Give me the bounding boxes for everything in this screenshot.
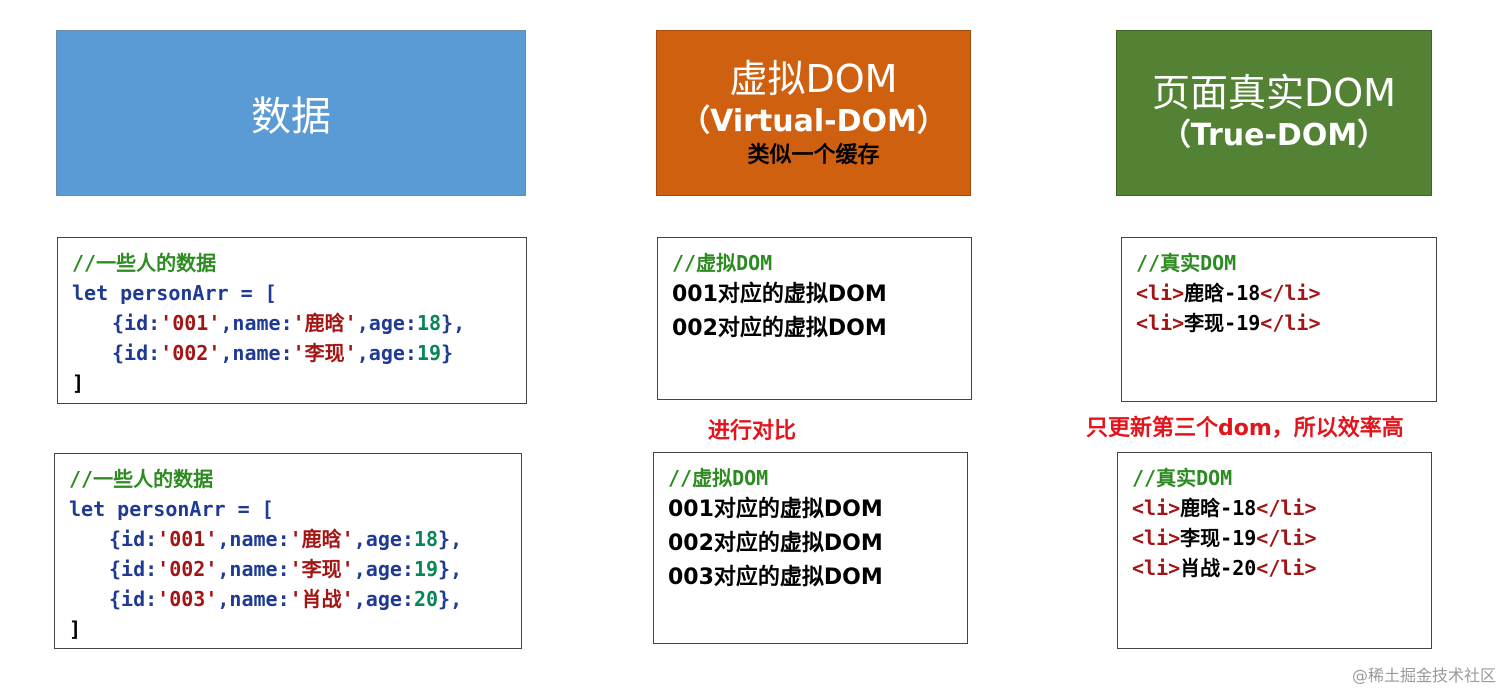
virtual-node-line: 002对应的虚拟DOM <box>668 531 883 556</box>
code-row: {id:'002',name:'李现',age:19}, <box>109 557 463 581</box>
virtual-dom-box-2: //虚拟DOM 001对应的虚拟DOM 002对应的虚拟DOM 003对应的虚拟… <box>653 452 968 644</box>
virtual-dom-header: 虚拟DOM （Virtual-DOM） 类似一个缓存 <box>656 30 971 196</box>
virtual-node-line: 003对应的虚拟DOM <box>668 565 883 590</box>
code-comment: //虚拟DOM <box>672 251 773 275</box>
virtual-dom-subtitle: （Virtual-DOM） <box>680 104 947 139</box>
code-close: ] <box>69 617 82 641</box>
code-comment: //一些人的数据 <box>72 251 217 275</box>
code-row: {id:'003',name:'肖战',age:20}, <box>109 587 463 611</box>
virtual-node-line: 001对应的虚拟DOM <box>668 497 883 522</box>
watermark: @稀土掘金技术社区 <box>1351 666 1496 685</box>
li-element: <li>肖战-20</li> <box>1132 556 1317 580</box>
true-dom-box-2: //真实DOM <li>鹿晗-18</li> <li>李现-19</li> <l… <box>1117 452 1432 649</box>
li-element: <li>鹿晗-18</li> <box>1132 496 1317 520</box>
code-row: {id:'002',name:'李现',age:19} <box>112 341 454 365</box>
true-dom-header: 页面真实DOM （True-DOM） <box>1116 30 1432 196</box>
li-element: <li>李现-19</li> <box>1136 311 1321 335</box>
li-element: <li>李现-19</li> <box>1132 526 1317 550</box>
code-comment: //真实DOM <box>1132 466 1233 490</box>
virtual-node-line: 002对应的虚拟DOM <box>672 316 887 341</box>
data-code-box-1: //一些人的数据 let personArr = [ {id:'001',nam… <box>57 237 527 404</box>
li-element: <li>鹿晗-18</li> <box>1136 281 1321 305</box>
virtual-dom-box-1: //虚拟DOM 001对应的虚拟DOM 002对应的虚拟DOM <box>657 237 972 400</box>
code-row: {id:'001',name:'鹿晗',age:18}, <box>109 527 463 551</box>
code-row: {id:'001',name:'鹿晗',age:18}, <box>112 311 466 335</box>
code-comment: //虚拟DOM <box>668 466 769 490</box>
true-dom-title: 页面真实DOM <box>1152 71 1396 115</box>
update-note: 只更新第三个dom，所以效率高 <box>1086 416 1404 441</box>
code-comment: //一些人的数据 <box>69 467 214 491</box>
data-header: 数据 <box>56 30 526 196</box>
data-header-label: 数据 <box>251 94 331 140</box>
code-declaration: let personArr = [ <box>72 281 277 305</box>
code-close: ] <box>72 371 85 395</box>
virtual-dom-title: 虚拟DOM <box>729 57 898 101</box>
code-declaration: let personArr = [ <box>69 497 274 521</box>
true-dom-box-1: //真实DOM <li>鹿晗-18</li> <li>李现-19</li> <box>1121 237 1437 402</box>
data-code-box-2: //一些人的数据 let personArr = [ {id:'001',nam… <box>54 453 522 649</box>
code-comment: //真实DOM <box>1136 251 1237 275</box>
compare-note: 进行对比 <box>708 419 797 444</box>
virtual-node-line: 001对应的虚拟DOM <box>672 282 887 307</box>
true-dom-subtitle: （True-DOM） <box>1160 118 1388 153</box>
virtual-dom-note: 类似一个缓存 <box>747 143 880 168</box>
